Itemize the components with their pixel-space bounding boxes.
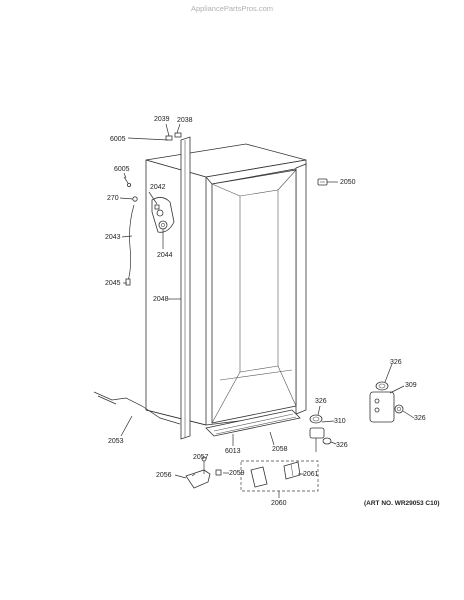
callout-2042: 2042 <box>150 184 166 191</box>
callout-2059: 2059 <box>229 470 245 477</box>
toe-grille <box>205 409 301 437</box>
callout-6005-top: 6005 <box>110 136 126 143</box>
cabinet-body <box>145 143 307 426</box>
callout-2045: 2045 <box>105 280 121 287</box>
callout-2043: 2043 <box>105 234 121 241</box>
callout-6005-side: 6005 <box>114 166 130 173</box>
callout-2058: 2058 <box>272 446 288 453</box>
callout-2060: 2060 <box>271 500 287 507</box>
callout-2048: 2048 <box>153 296 169 303</box>
callout-2057: 2057 <box>193 454 209 461</box>
door-stop-kit <box>240 460 319 492</box>
bottom-hinge <box>185 456 222 489</box>
callout-326-roller-side: 326 <box>414 415 426 422</box>
floor-seal <box>93 391 181 425</box>
leader-lines <box>119 123 415 498</box>
callout-309: 309 <box>405 382 417 389</box>
callout-326-roller-top: 326 <box>390 359 402 366</box>
callout-2056: 2056 <box>156 472 172 479</box>
callout-2039: 2039 <box>154 116 170 123</box>
callout-2038: 2038 <box>177 117 193 124</box>
callout-2061: 2061 <box>303 471 319 478</box>
callout-6013: 6013 <box>225 448 241 455</box>
callout-labels: 6005 2039 2038 6005 2042 270 2043 2044 2… <box>105 116 426 507</box>
watermark: AppliancePartsPros.com <box>191 4 273 13</box>
callout-310: 310 <box>334 418 346 425</box>
callout-326-leg-bottom: 326 <box>336 442 348 449</box>
front-trim-strip <box>165 132 191 440</box>
clip-2050 <box>317 178 328 186</box>
screw-6005 <box>123 176 132 187</box>
callout-2050: 2050 <box>340 179 356 186</box>
callout-2044: 2044 <box>157 252 173 259</box>
leveling-leg <box>309 414 332 452</box>
callout-2053: 2053 <box>108 438 124 445</box>
callout-270: 270 <box>107 195 119 202</box>
wire-harness <box>125 196 138 286</box>
callout-326-leg-top: 326 <box>315 398 327 405</box>
roller-assembly <box>369 381 404 423</box>
art-number: (ART NO. WR29053 C10) <box>364 500 440 507</box>
